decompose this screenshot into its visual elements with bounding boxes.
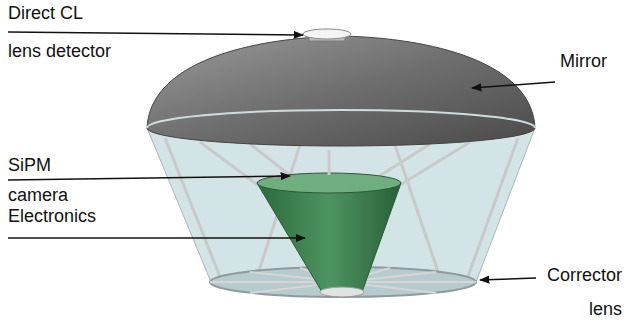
part-label: Mirror (560, 50, 622, 72)
part-label: Corrector lens (538, 258, 622, 320)
part-label: Direct CL lens detector (8, 0, 116, 70)
support-struts (165, 138, 518, 292)
leader-lines (8, 32, 555, 280)
center-ring (320, 287, 364, 297)
part-label: SiPM camera (8, 150, 83, 210)
mirror-rim (147, 110, 535, 128)
part-label: Electronics (8, 205, 128, 227)
top-lens (303, 29, 351, 39)
mirror-dome (147, 36, 535, 146)
camera-mount (328, 150, 331, 175)
